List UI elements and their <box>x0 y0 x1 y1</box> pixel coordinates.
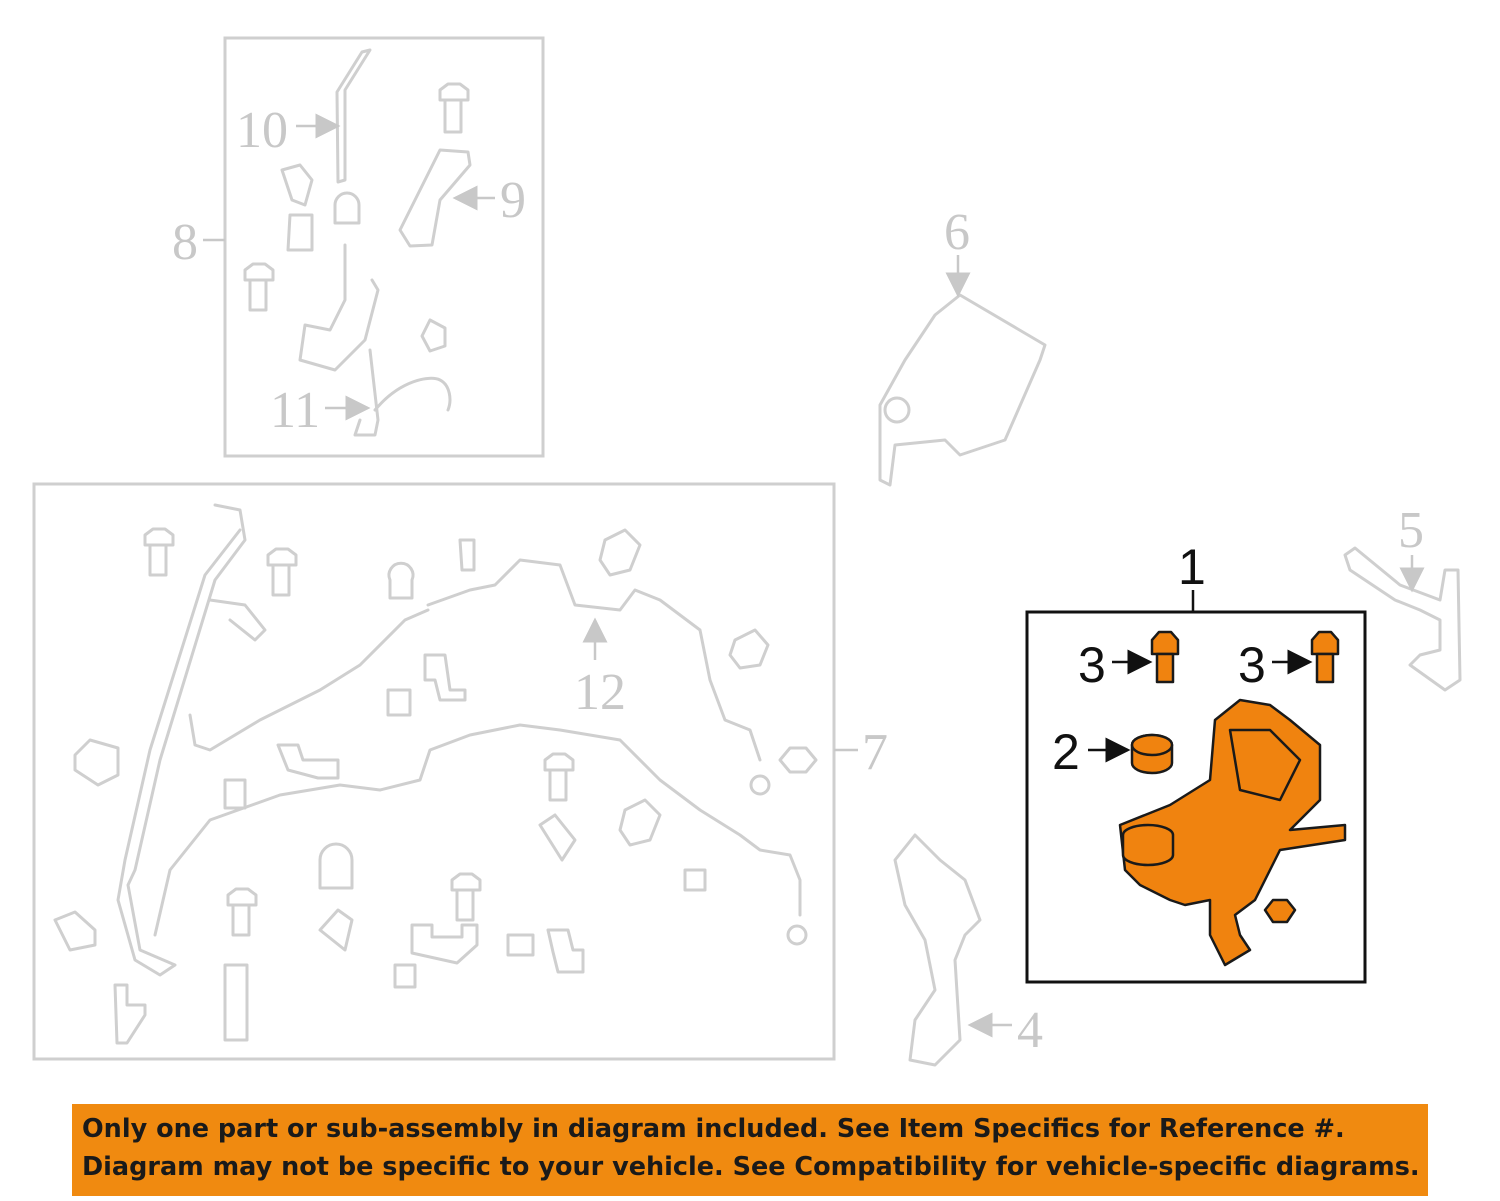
group-7-frame <box>32 482 836 1061</box>
bolt-b <box>266 547 298 597</box>
clip-upper <box>280 163 314 207</box>
bolt-e <box>450 872 482 922</box>
disclaimer-line-1: Only one part or sub-assembly in diagram… <box>82 1114 1345 1144</box>
clamp-b <box>113 983 147 1045</box>
disclaimer-line-2: Diagram may not be specific to your vehi… <box>82 1152 1420 1182</box>
insulator-e <box>393 963 417 989</box>
group-8-parts <box>243 48 472 437</box>
bolt-3-right <box>1310 630 1340 684</box>
clip-lower <box>286 213 314 252</box>
grommet <box>333 191 361 225</box>
callout-7: 7 <box>862 724 888 781</box>
bracket-4 <box>893 833 982 1067</box>
body-detail <box>1228 728 1302 802</box>
pipe-mount <box>298 243 380 372</box>
bolt-c <box>543 752 575 802</box>
group-8-frame <box>223 36 545 458</box>
callout-11: 11 <box>270 382 321 439</box>
grommet-a <box>387 561 415 600</box>
hose-bracket <box>208 598 267 642</box>
insulator-b <box>223 778 247 810</box>
mount-c <box>618 798 662 847</box>
insulator-a <box>386 688 412 717</box>
pipe-12 <box>188 558 762 762</box>
nut-1 <box>1263 898 1297 924</box>
callout-12: 12 <box>574 664 626 721</box>
insulator <box>420 318 447 353</box>
bracket-c <box>410 923 479 965</box>
callout-10: 10 <box>236 102 288 159</box>
bolt-a <box>143 527 175 577</box>
bracket-b <box>276 743 340 780</box>
insulator-d <box>506 933 535 957</box>
bolt-top <box>438 82 470 134</box>
callout-5: 5 <box>1398 502 1424 559</box>
bolt-d <box>226 887 258 937</box>
shield-strip <box>223 963 249 1042</box>
washer-b <box>786 924 808 946</box>
reservoir-cap <box>1121 823 1175 867</box>
clip-a <box>458 538 476 572</box>
group-1-frame <box>1025 610 1367 984</box>
callout-9: 9 <box>500 172 526 229</box>
callout-8: 8 <box>172 214 198 271</box>
group-7-parts <box>53 503 818 1045</box>
bolt-left <box>243 262 275 312</box>
nut-right <box>778 746 818 774</box>
return-pipe <box>153 723 802 937</box>
nut-left <box>73 738 120 787</box>
mount-b <box>728 628 770 670</box>
disclaimer-banner: Only one part or sub-assembly in diagram… <box>72 1104 1428 1196</box>
group-1-parts <box>1118 630 1347 967</box>
leaders <box>203 113 1425 1038</box>
mount-a <box>598 528 642 577</box>
bolt-3-left <box>1150 630 1180 684</box>
bracket-5 <box>1343 546 1462 692</box>
bracket-d <box>546 928 585 974</box>
callout-6: 6 <box>944 204 970 261</box>
grommet-2 <box>1130 733 1174 775</box>
callout-2: 2 <box>1052 724 1080 780</box>
clip-b <box>538 813 577 862</box>
insulator-c <box>683 868 707 892</box>
callout-4: 4 <box>1017 1002 1043 1059</box>
hose-10 <box>335 48 372 184</box>
callout-3-right: 3 <box>1238 637 1266 693</box>
pressure-hose <box>116 503 247 977</box>
leaders-highlight <box>1088 590 1313 763</box>
washer-a <box>749 774 771 796</box>
clip-c <box>318 908 354 952</box>
clamp-a <box>53 910 97 952</box>
hose-11 <box>353 348 452 437</box>
cover-6 <box>878 293 1047 487</box>
callout-1: 1 <box>1178 539 1206 595</box>
bracket-a <box>423 653 467 702</box>
reservoir-assembly <box>1118 698 1347 967</box>
callout-3-left: 3 <box>1078 637 1106 693</box>
grommet-b <box>318 842 354 890</box>
bracket-9 <box>398 148 472 248</box>
